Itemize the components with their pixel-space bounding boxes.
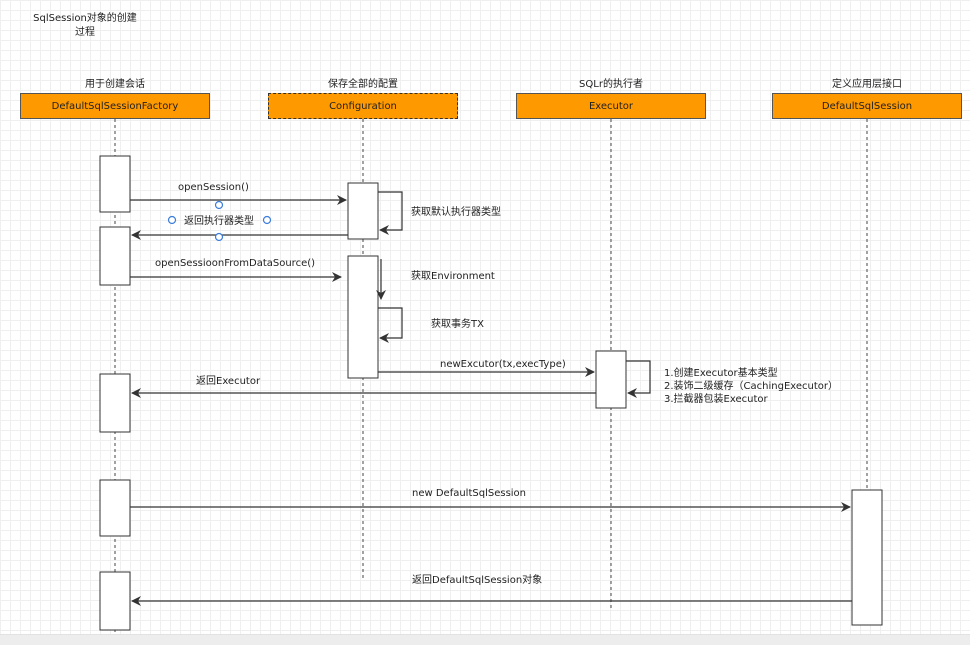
activation-configuration-2[interactable] [347, 255, 379, 379]
message-label-new-default-session: new DefaultSqlSession [412, 488, 527, 499]
self-call-label-get-environment: 获取Environment [411, 271, 495, 282]
canvas-bottom-bar [0, 634, 970, 645]
executor-note-2: 2.装饰二级缓存（CachingExecutor） [664, 381, 839, 392]
self-call-executor-create[interactable] [626, 360, 651, 398]
selection-handle-right[interactable] [262, 215, 272, 225]
activation-factory-4[interactable] [99, 479, 131, 537]
message-label-return-executor: 返回Executor [196, 376, 261, 387]
role-label-executor: SQLr的执行者 [579, 79, 643, 90]
message-label-new-executor: newExcutor(tx,execType) [440, 359, 566, 370]
self-call-get-default-executor-type[interactable] [378, 191, 403, 235]
executor-note-3: 3.拦截器包装Executor [664, 394, 768, 405]
message-label-open-session: openSession() [178, 182, 249, 193]
activation-executor[interactable] [595, 350, 627, 409]
participant-executor[interactable]: Executor [516, 93, 706, 119]
role-label-session: 定义应用层接口 [832, 79, 902, 90]
participant-configuration[interactable]: Configuration [268, 93, 458, 119]
executor-note-1: 1.创建Executor基本类型 [664, 368, 778, 379]
role-label-configuration: 保存全部的配置 [328, 79, 398, 90]
activation-factory-3[interactable] [99, 373, 131, 433]
participant-default-sql-session-factory[interactable]: DefaultSqlSessionFactory [20, 93, 210, 119]
diagram-title: SqlSession对象的创建过程 [33, 13, 137, 38]
self-call-label-get-default-executor-type: 获取默认执行器类型 [411, 207, 501, 218]
selection-handle-bottom[interactable] [214, 232, 224, 242]
activation-session[interactable] [851, 489, 883, 626]
selection-handle-left[interactable] [167, 215, 177, 225]
message-label-return-session-object: 返回DefaultSqlSession对象 [412, 575, 543, 586]
role-label-factory: 用于创建会话 [85, 79, 145, 90]
message-label-return-executor-type[interactable]: 返回执行器类型 [184, 216, 254, 227]
activation-configuration-1[interactable] [347, 182, 379, 240]
activation-factory-1[interactable] [99, 155, 131, 213]
message-label-open-from-datasource: openSessioonFromDataSource() [155, 258, 316, 269]
selection-handle-top[interactable] [214, 200, 224, 210]
participant-default-sql-session[interactable]: DefaultSqlSession [772, 93, 962, 119]
self-call-get-tx[interactable] [378, 307, 403, 343]
activation-factory-5[interactable] [99, 571, 131, 631]
activation-factory-2[interactable] [99, 226, 131, 286]
self-call-label-get-tx: 获取事务TX [431, 319, 484, 330]
